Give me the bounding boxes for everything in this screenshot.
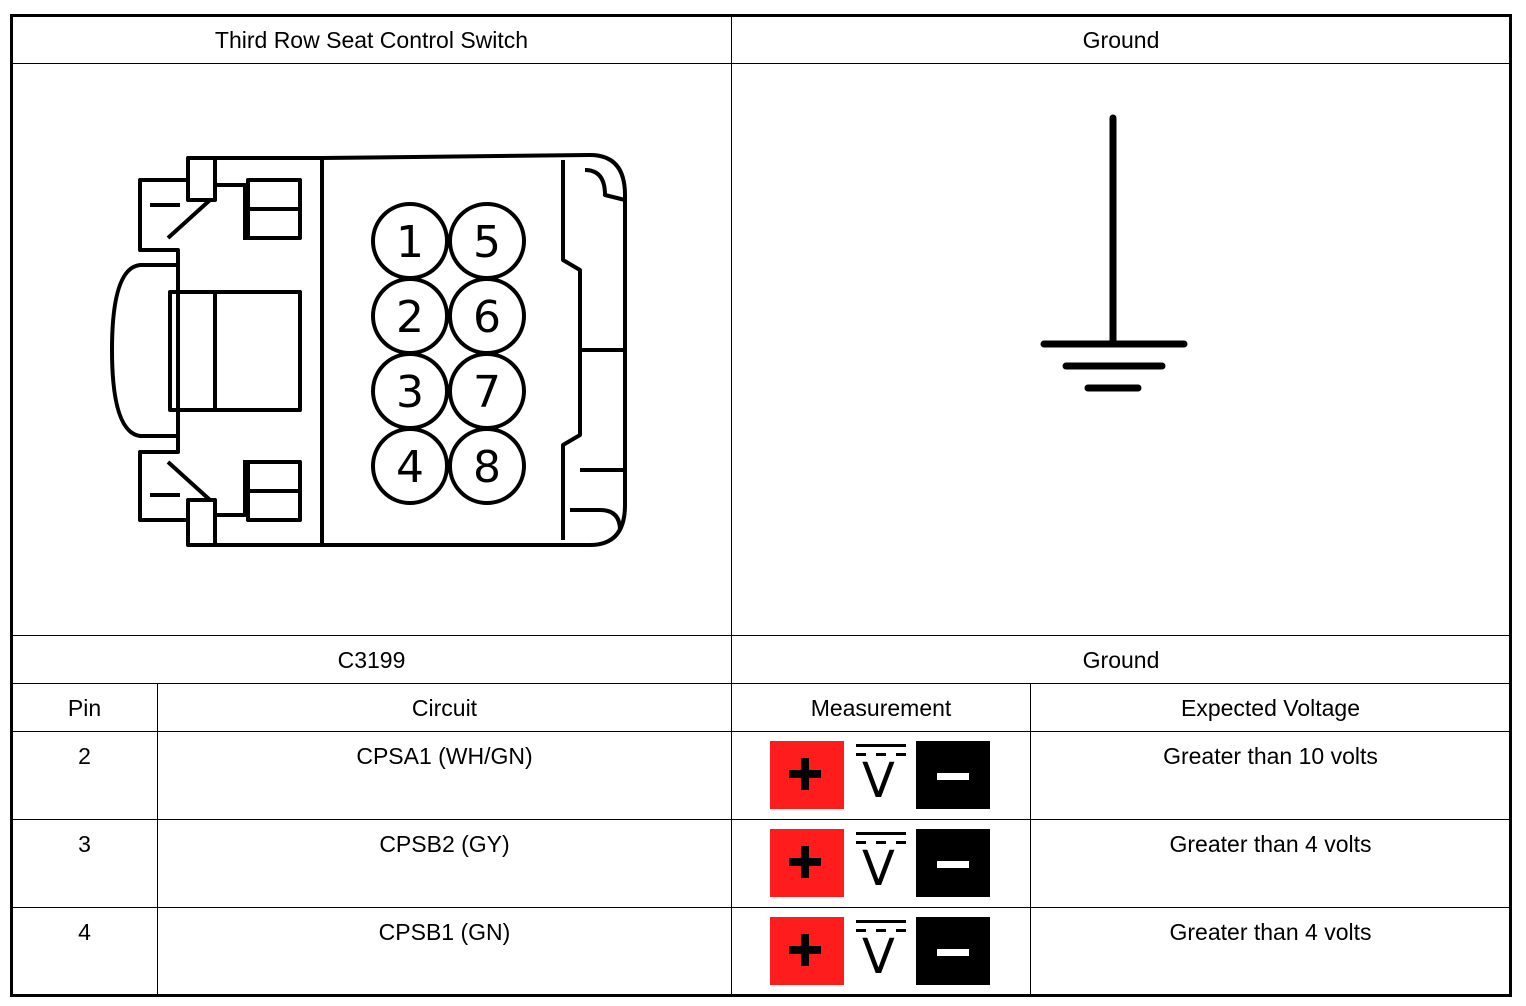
grid-line bbox=[12, 635, 1510, 636]
table-cell-expected: Greater than 4 volts bbox=[1169, 919, 1372, 945]
pin-number: 1 bbox=[396, 217, 424, 268]
table-frame bbox=[10, 14, 1512, 997]
ground-symbol-icon bbox=[1040, 114, 1188, 392]
table-cell-circuit: CPSA1 (WH/GN) bbox=[356, 743, 533, 769]
table-cell-pin: 4 bbox=[78, 919, 91, 945]
negative-lead-icon bbox=[916, 829, 990, 897]
pin-number: 5 bbox=[473, 217, 501, 268]
table-cell-pin: 3 bbox=[78, 831, 91, 857]
dc-voltmeter-icon: V bbox=[770, 741, 990, 809]
pin-number: 8 bbox=[473, 442, 501, 493]
latch-window bbox=[168, 290, 302, 412]
voltmeter-v-icon: V bbox=[844, 741, 916, 809]
connector-id: C3199 bbox=[337, 647, 406, 673]
column-header-measurement: Measurement bbox=[810, 695, 952, 721]
table-cell-circuit: CPSB1 (GN) bbox=[378, 919, 511, 945]
negative-lead-icon bbox=[916, 917, 990, 985]
grid-line bbox=[731, 16, 732, 994]
pin-number: 7 bbox=[473, 367, 501, 418]
ground-title: Ground bbox=[1082, 27, 1160, 53]
grid-line bbox=[1030, 684, 1031, 994]
dc-voltmeter-icon: V bbox=[770, 829, 990, 897]
pin-number: 6 bbox=[473, 292, 501, 343]
positive-lead-icon bbox=[770, 741, 844, 809]
ground-label: Ground bbox=[1082, 647, 1160, 673]
connector-face-diagram: 1 5 2 6 3 7 4 8 bbox=[110, 153, 627, 547]
voltmeter-v-icon: V bbox=[844, 829, 916, 897]
column-header-circuit: Circuit bbox=[411, 695, 478, 721]
component-title: Third Row Seat Control Switch bbox=[214, 27, 529, 53]
connector-housing bbox=[320, 153, 627, 547]
negative-lead-icon bbox=[916, 741, 990, 809]
grid-line bbox=[157, 684, 158, 994]
grid-line bbox=[12, 63, 1510, 64]
grid-line bbox=[12, 683, 1510, 684]
positive-lead-icon bbox=[770, 917, 844, 985]
grid-line bbox=[12, 907, 1510, 908]
column-header-pin: Pin bbox=[67, 695, 102, 721]
table-cell-pin: 2 bbox=[78, 743, 91, 769]
table-cell-expected: Greater than 10 volts bbox=[1163, 743, 1378, 769]
pin-cavity bbox=[448, 427, 526, 505]
column-header-expected-voltage: Expected Voltage bbox=[1180, 695, 1361, 721]
dc-voltmeter-icon: V bbox=[770, 917, 990, 985]
positive-lead-icon bbox=[770, 829, 844, 897]
pin-cavity bbox=[371, 427, 449, 505]
table-cell-circuit: CPSB2 (GY) bbox=[379, 831, 510, 857]
grid-line bbox=[12, 819, 1510, 820]
voltmeter-v-icon: V bbox=[844, 917, 916, 985]
table-cell-expected: Greater than 4 volts bbox=[1169, 831, 1372, 857]
pin-number: 3 bbox=[396, 367, 424, 418]
grid-line bbox=[12, 731, 1510, 732]
connector-left-body bbox=[110, 156, 322, 547]
pin-number: 4 bbox=[396, 442, 424, 493]
pin-number: 2 bbox=[396, 292, 424, 343]
